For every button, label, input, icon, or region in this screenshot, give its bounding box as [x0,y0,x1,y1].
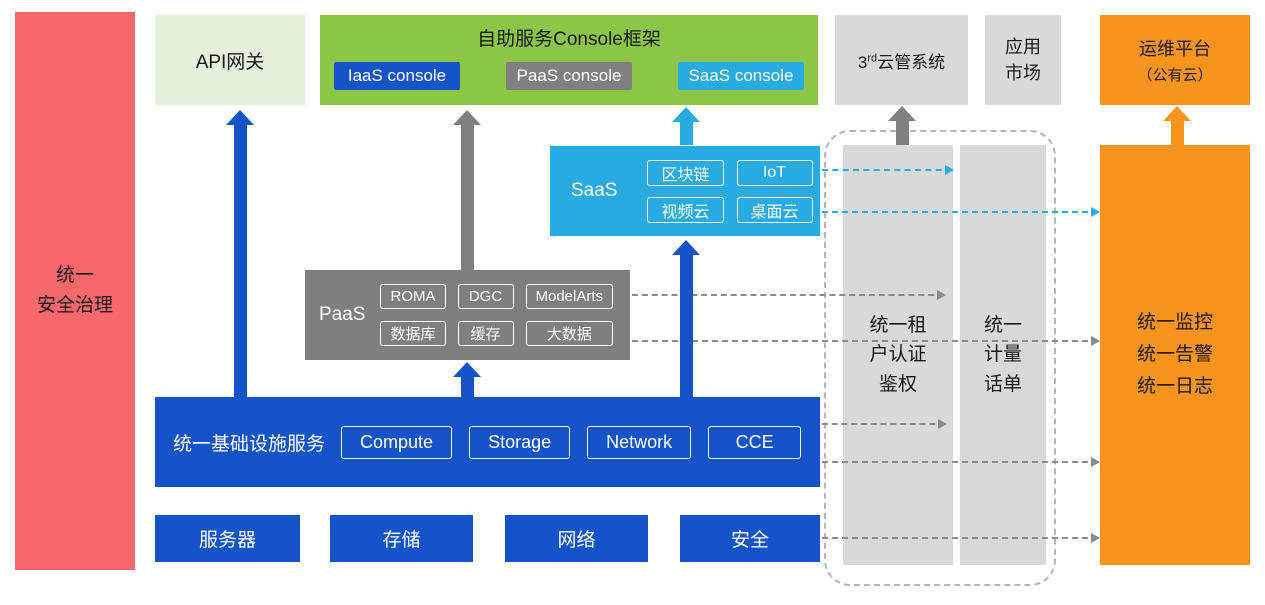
iaas-layer-label: 统一基础设施服务 [173,433,326,455]
arrow-paas-to-console [453,110,481,270]
iaas-item-compute: Compute [341,425,453,459]
app-market-box: 应用 市场 [985,15,1061,105]
dashed-paas-to-metering [632,290,946,300]
saas-item-blockchain: 区块链 [647,159,724,186]
hardware-server-label: 服务器 [198,530,256,551]
arrow-auth-to-third-cloud [888,106,916,145]
console-framework-title: 自助服务Console框架 [477,29,661,50]
paas-layer-box: PaaS ROMA DGC ModelArts 数据库 缓存 大数据 [305,270,630,360]
security-governance-panel: 统一 安全治理 [15,12,135,570]
saas-item-grid: 区块链 IoT 视频云 桌面云 [647,159,813,223]
iaas-console-button: IaaS console [334,62,460,90]
dashed-iaas-to-monitoring [822,457,1100,467]
arrow-iaas-to-api-gateway [226,110,254,397]
api-gateway-label: API网关 [195,51,265,73]
shared-services-dashed-container [824,130,1056,586]
arrow-iaas-to-saas [672,240,700,397]
metering-bar: 统一 计量 话单 [960,145,1046,565]
paas-item-dgc: DGC [457,284,514,309]
tenant-auth-label: 统一租 户认证 鉴权 [869,314,927,395]
om-platform-sublabel: （公有云） [1137,67,1213,84]
saas-item-desktop-cloud: 桌面云 [736,196,813,223]
app-market-label: 应用 市场 [1005,36,1041,83]
hardware-security-label: 安全 [730,530,769,551]
api-gateway-box: API网关 [155,15,305,105]
hardware-storage-label: 存储 [382,530,421,551]
monitoring-box: 统一监控 统一告警 统一日志 [1100,145,1250,565]
security-governance-label: 统一 安全治理 [36,264,113,316]
hardware-box-server: 服务器 [155,515,300,562]
console-button-row: IaaS console PaaS console SaaS console [320,62,818,90]
paas-item-bigdata: 大数据 [525,321,614,346]
console-framework-box: 自助服务Console框架 IaaS console PaaS console … [320,15,818,105]
third-party-cloud-label: 3rd云管系统 [857,51,946,72]
dashed-iaas-to-metering [822,419,947,429]
monitoring-label: 统一监控 统一告警 统一日志 [1136,311,1213,398]
metering-label: 统一 计量 话单 [983,314,1022,395]
iaas-item-cce: CCE [708,425,802,459]
saas-item-video-cloud: 视频云 [647,196,724,223]
saas-layer-label: SaaS [571,180,618,201]
paas-item-database: 数据库 [380,321,446,346]
paas-item-roma: ROMA [380,284,446,309]
dashed-saas-to-monitoring [822,207,1100,217]
dashed-paas-to-monitoring [632,336,1100,346]
iaas-item-row: Compute Storage Network CCE [341,425,802,459]
arrow-saas-to-console [672,107,700,145]
iaas-item-storage: Storage [469,425,571,459]
third-party-cloud-box: 3rd云管系统 [835,15,968,105]
hardware-box-network: 网络 [505,515,648,562]
hardware-network-label: 网络 [557,530,596,551]
arrow-monitoring-to-om-platform [1163,106,1191,145]
arrow-iaas-to-paas [453,362,481,397]
dashed-saas-to-auth [822,165,954,175]
saas-item-iot: IoT [736,159,813,186]
paas-item-grid: ROMA DGC ModelArts 数据库 缓存 大数据 [380,284,614,346]
saas-console-button: SaaS console [678,62,804,90]
om-platform-label: 运维平台 [1139,39,1211,59]
paas-item-modelarts: ModelArts [525,284,614,309]
hardware-box-storage: 存储 [330,515,473,562]
iaas-layer-box: 统一基础设施服务 Compute Storage Network CCE [155,397,820,487]
paas-item-cache: 缓存 [457,321,514,346]
tenant-auth-bar: 统一租 户认证 鉴权 [843,145,953,565]
om-platform-box: 运维平台 （公有云） [1100,15,1250,105]
iaas-item-network: Network [587,425,692,459]
paas-console-button: PaaS console [506,62,632,90]
paas-layer-label: PaaS [319,304,366,325]
dashed-hardware-to-monitoring [822,533,1100,543]
saas-layer-box: SaaS 区块链 IoT 视频云 桌面云 [550,146,820,236]
hardware-box-security: 安全 [680,515,820,562]
